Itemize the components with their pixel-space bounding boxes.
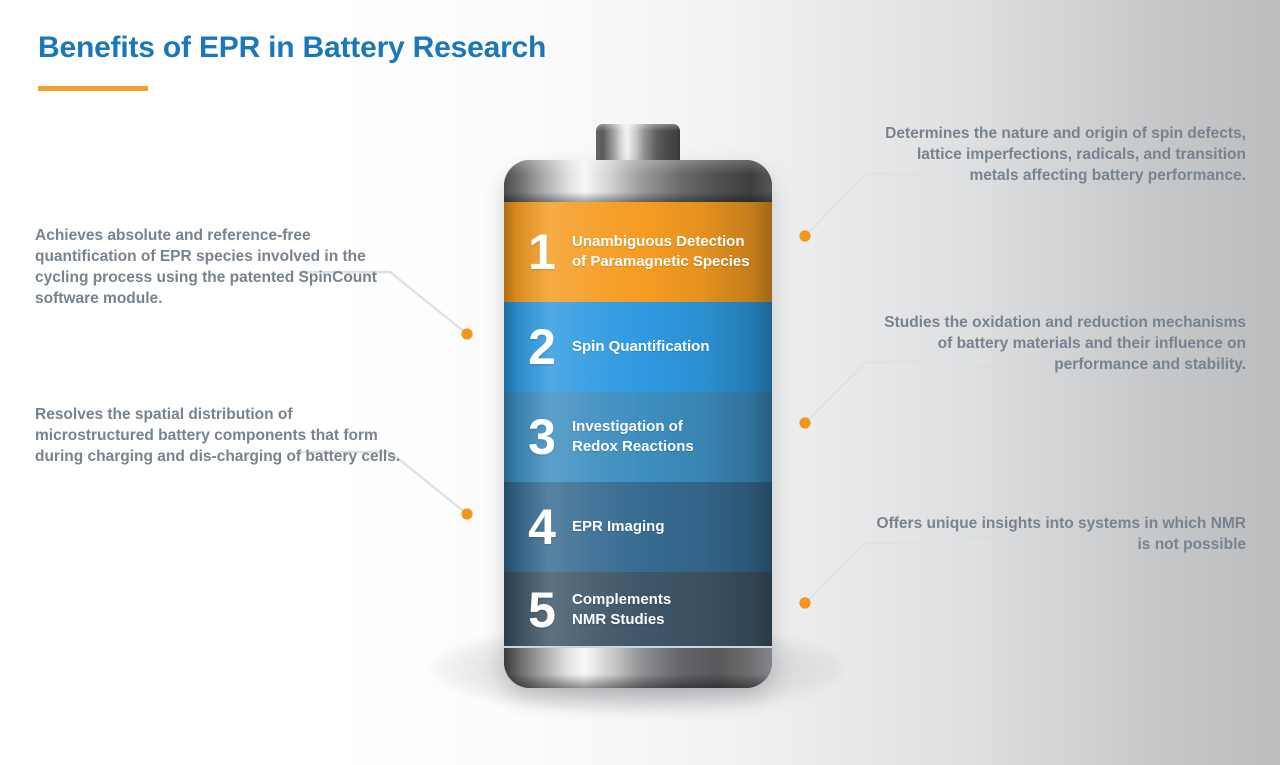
connector-dot-left-1 (461, 328, 473, 340)
title-underline-rule (38, 86, 148, 91)
callout-right-3: Offers unique insights into systems in w… (876, 515, 1246, 553)
battery-segment-2: 2 Spin Quantification (504, 302, 772, 392)
battery-top-collar (504, 160, 772, 202)
callout-left-1: Achieves absolute and reference-free qua… (35, 227, 377, 307)
segment-number-1: 1 (528, 224, 556, 280)
callout-right-2: Studies the oxidation and reduction mech… (884, 314, 1246, 373)
page-title: Benefits of EPR in Battery Research (38, 31, 547, 64)
segment-number-2: 2 (528, 319, 556, 375)
connector-dot-left-2 (461, 508, 473, 520)
segment-number-5: 5 (528, 582, 556, 638)
segment-label-2: Spin Quantification (572, 338, 710, 356)
battery-segment-4: 4 EPR Imaging (504, 482, 772, 572)
battery-base-collar (504, 646, 772, 688)
segment-number-4: 4 (528, 499, 556, 555)
title-block: Benefits of EPR in Battery Research (38, 30, 546, 91)
callout-right-1: Determines the nature and origin of spin… (885, 125, 1246, 184)
connector-dot-right-2 (799, 417, 811, 429)
segment-number-3: 3 (528, 409, 556, 465)
connector-dot-right-3 (799, 597, 811, 609)
segment-label-4: EPR Imaging (572, 518, 665, 536)
connector-dot-right-1 (799, 230, 811, 242)
callout-left-2: Resolves the spatial distribution of mic… (35, 406, 401, 465)
